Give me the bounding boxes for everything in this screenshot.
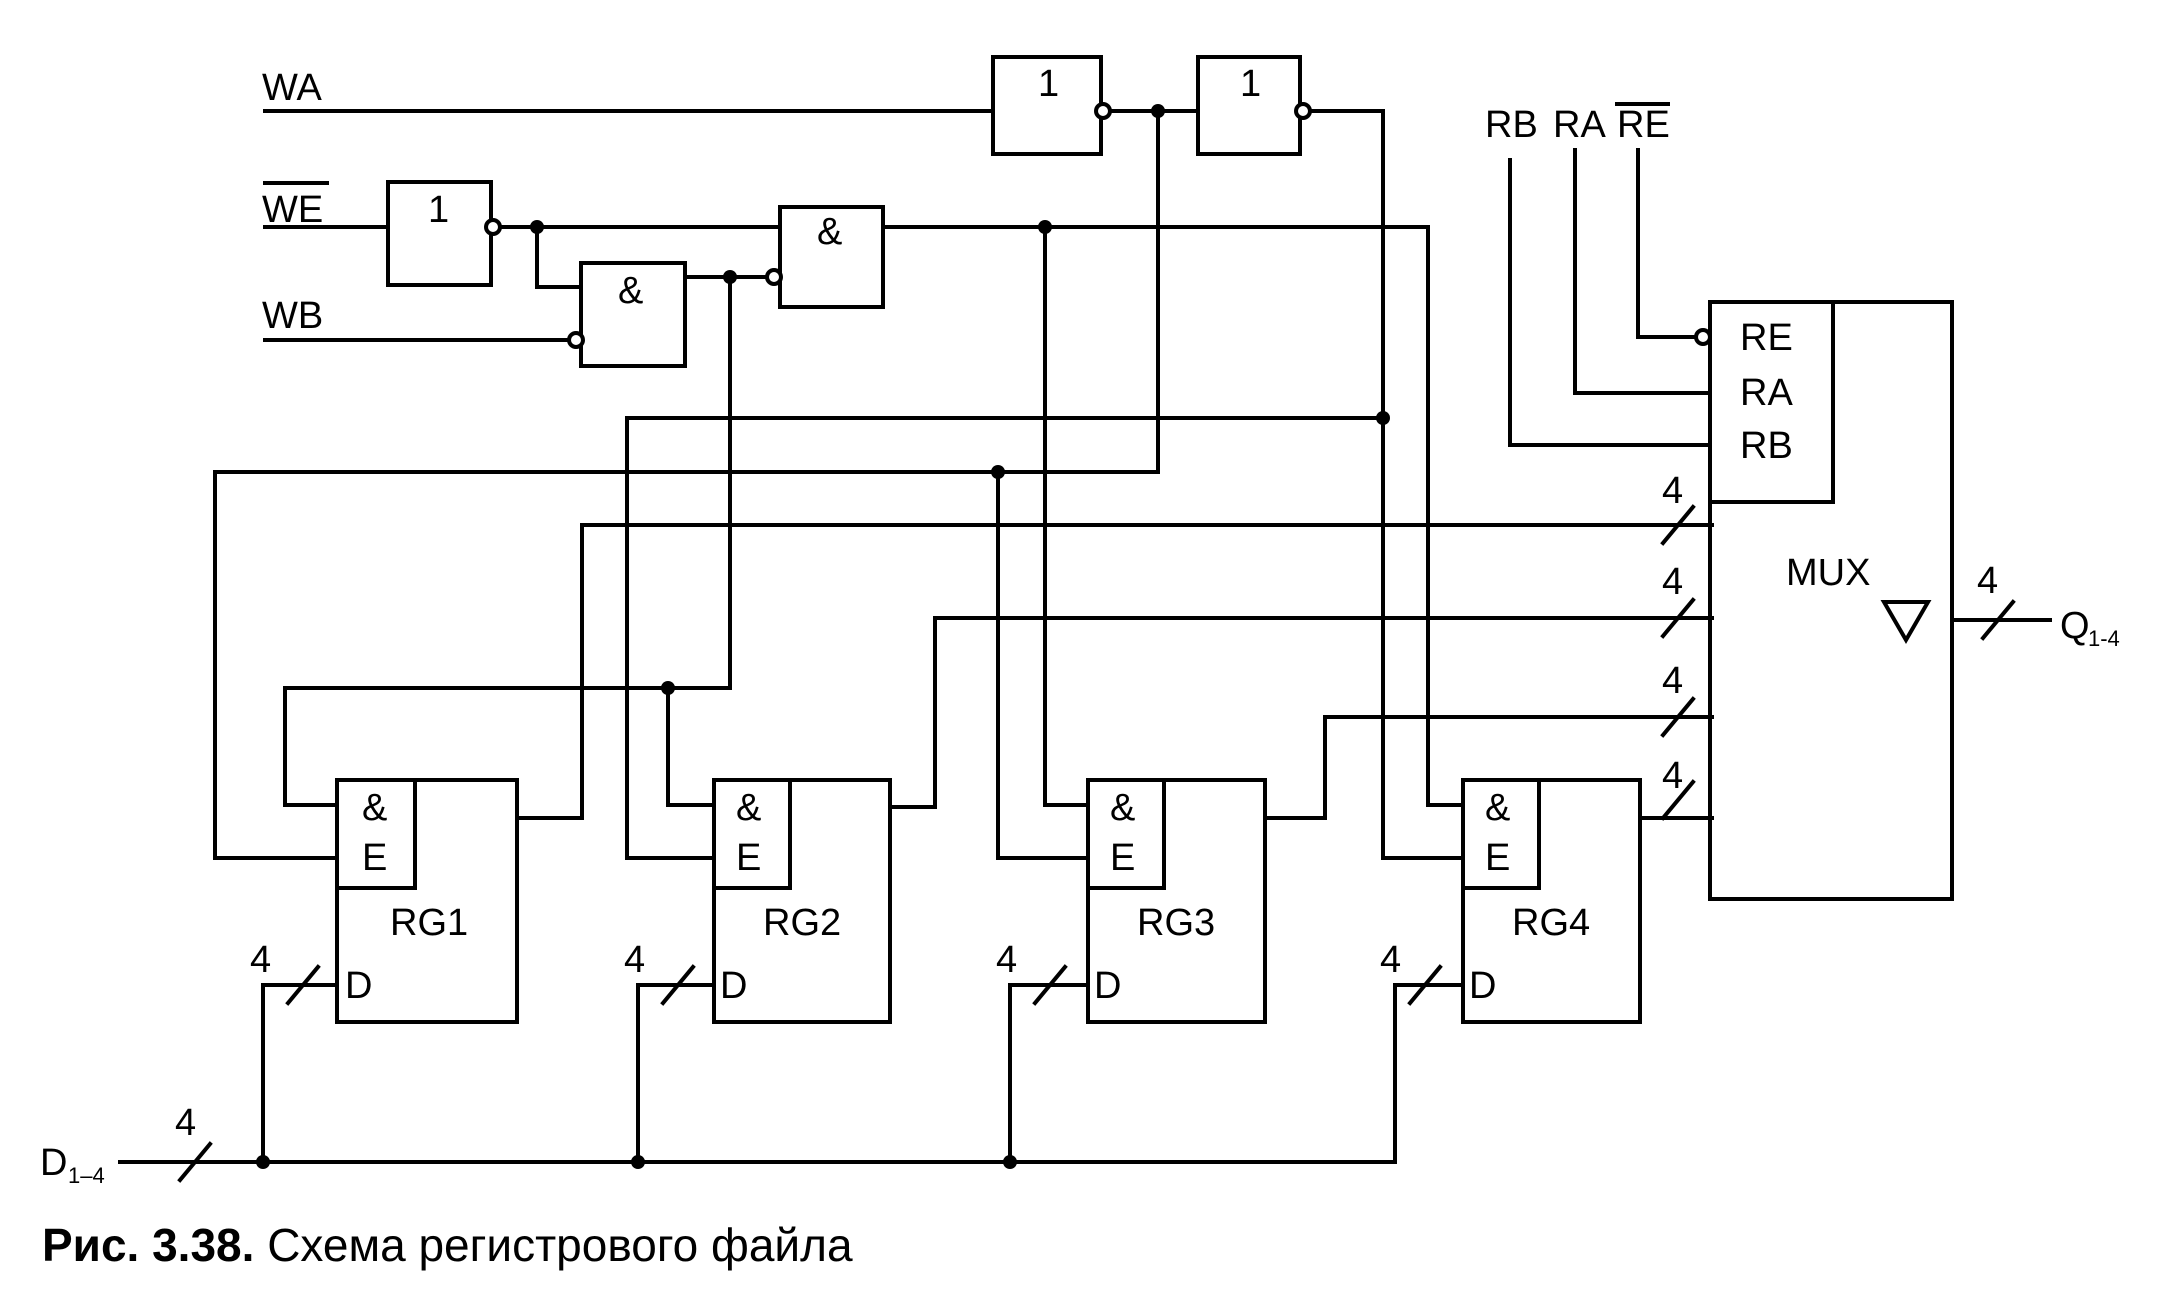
rg1-data-label: D: [345, 965, 372, 1007]
register-rg3: [1086, 778, 1267, 1024]
data-in-subscript: 1–4: [68, 1163, 105, 1188]
rg1-name: RG1: [390, 902, 468, 944]
wires: [118, 109, 2052, 1164]
wb-label: WB: [262, 295, 323, 337]
rg4-data-label: D: [1469, 965, 1496, 1007]
we-label: WE: [262, 189, 323, 231]
mux-rb-label: RB: [1740, 425, 1793, 467]
ra-label: RA: [1553, 104, 1606, 146]
rg3-data-label: D: [1094, 965, 1121, 1007]
data-in-label: D: [40, 1142, 67, 1184]
bus-width-rg2: 4: [624, 939, 645, 981]
rg1-and-label: &: [362, 787, 387, 829]
rg3-and-label: &: [1110, 787, 1135, 829]
register-rg1: [335, 778, 519, 1024]
rb-label: RB: [1485, 104, 1538, 146]
register-rg4: [1461, 778, 1642, 1024]
mux-re-label: RE: [1740, 317, 1793, 359]
write-and-gate-2: [778, 205, 885, 309]
register-rg1-ctrl: [335, 778, 417, 890]
inversion-bubbles: [484, 102, 1712, 349]
rg4-and-label: &: [1485, 787, 1510, 829]
bus-slashes: [177, 504, 2016, 1183]
rg1-enable-label: E: [362, 837, 387, 879]
bus-width-data-in: 4: [175, 1102, 196, 1144]
bus-width-mux-in-4: 4: [1662, 755, 1683, 797]
rg2-enable-label: E: [736, 837, 761, 879]
wa-label: WA: [262, 67, 322, 109]
rg4-enable-label: E: [1485, 837, 1510, 879]
figure-caption: Рис. 3.38. Схема регистрового файла: [42, 1218, 853, 1272]
and-gate-1-label: &: [618, 270, 643, 312]
register-rg3-ctrl: [1086, 778, 1166, 890]
bus-width-mux-in-2: 4: [1662, 561, 1683, 603]
register-rg2-ctrl: [712, 778, 792, 890]
and-gate-2-label: &: [817, 211, 842, 253]
inverter-we-label: 1: [428, 189, 449, 231]
inverter-2-label: 1: [1240, 63, 1261, 105]
re-label: RE: [1617, 104, 1670, 146]
rg3-name: RG3: [1137, 902, 1215, 944]
figure-caption-text: Схема регистрового файла: [254, 1219, 853, 1271]
write-and-gate-1: [579, 261, 687, 368]
bus-width-mux-in-1: 4: [1662, 470, 1683, 512]
multiplexer-ctrl: [1708, 300, 1835, 504]
output-label: Q: [2060, 605, 2090, 647]
bus-width-rg4: 4: [1380, 939, 1401, 981]
junction-dots: [256, 104, 1390, 1169]
bus-width-rg1: 4: [250, 939, 271, 981]
inverter-1-label: 1: [1038, 63, 1059, 105]
rg2-and-label: &: [736, 787, 761, 829]
register-rg4-ctrl: [1461, 778, 1541, 890]
mux-name: MUX: [1786, 552, 1870, 594]
bus-width-mux-in-3: 4: [1662, 660, 1683, 702]
rg4-name: RG4: [1512, 902, 1590, 944]
rg2-name: RG2: [763, 902, 841, 944]
register-rg2: [712, 778, 892, 1024]
rg3-enable-label: E: [1110, 837, 1135, 879]
rg2-data-label: D: [720, 965, 747, 1007]
bus-width-rg3: 4: [996, 939, 1017, 981]
bus-width-mux-out: 4: [1977, 560, 1998, 602]
mux-ra-label: RA: [1740, 372, 1793, 414]
tristate-triangle-icon: [1880, 600, 1932, 644]
figure-number: Рис. 3.38.: [42, 1219, 255, 1271]
output-subscript: 1-4: [2088, 626, 2120, 651]
